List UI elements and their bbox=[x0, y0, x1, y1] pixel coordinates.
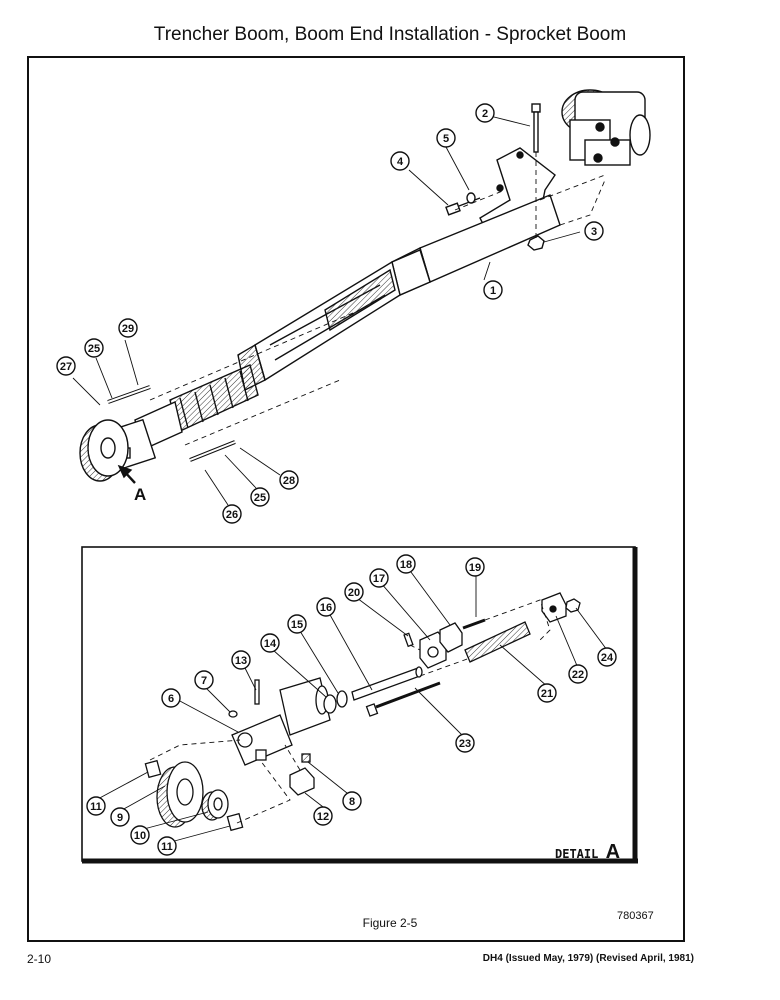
callout-labels-main: 1 2 3 4 5 25 25 26 27 28 29 bbox=[60, 108, 597, 521]
callout-7: 7 bbox=[201, 675, 207, 687]
issue-note: DH4 (Issued May, 1979) (Revised April, 1… bbox=[482, 953, 694, 964]
view-marker: A bbox=[134, 485, 146, 504]
callout-12: 12 bbox=[317, 811, 329, 823]
callouts-main bbox=[56, 103, 604, 524]
drive-motor bbox=[561, 89, 651, 166]
callout-11-upper: 11 bbox=[90, 801, 102, 813]
callout-29: 29 bbox=[122, 323, 134, 335]
yoke-part bbox=[231, 677, 331, 766]
pin-lower bbox=[189, 440, 236, 462]
callout-9: 9 bbox=[117, 812, 123, 824]
callout-11-lower: 11 bbox=[161, 841, 173, 853]
setscrew-8 bbox=[301, 753, 311, 763]
callout-18: 18 bbox=[400, 559, 412, 571]
callout-22: 22 bbox=[572, 669, 584, 681]
callouts-detail bbox=[86, 554, 617, 856]
tension-spring bbox=[169, 364, 259, 433]
washer-15 bbox=[336, 690, 348, 708]
alignment-lines-detail bbox=[149, 599, 551, 824]
washer-5 bbox=[466, 192, 476, 204]
callout-16: 16 bbox=[320, 602, 332, 614]
callout-23: 23 bbox=[459, 738, 471, 750]
block-12 bbox=[289, 767, 315, 796]
callout-1: 1 bbox=[490, 285, 496, 297]
detail-label: DETAIL A bbox=[555, 841, 620, 864]
callout-25-lower: 25 bbox=[254, 492, 266, 504]
leader-lines-main bbox=[72, 114, 581, 506]
callout-5: 5 bbox=[443, 133, 449, 145]
callout-6: 6 bbox=[168, 693, 174, 705]
boom-mid-section bbox=[237, 249, 431, 392]
callout-3: 3 bbox=[591, 226, 597, 238]
callout-24: 24 bbox=[601, 652, 614, 664]
alignment-lines bbox=[149, 152, 606, 446]
page-title: Trencher Boom, Boom End Installation - S… bbox=[153, 24, 627, 45]
plate-22 bbox=[541, 592, 567, 623]
figure-frame bbox=[27, 56, 685, 942]
callout-13: 13 bbox=[235, 655, 247, 667]
figure-label: Figure 2-5 bbox=[362, 916, 418, 930]
idler-wheel bbox=[79, 419, 129, 482]
plate-18 bbox=[439, 622, 463, 653]
callout-4: 4 bbox=[397, 156, 404, 168]
washer-14 bbox=[323, 694, 337, 714]
bolt-2 bbox=[531, 103, 541, 153]
bearing-part bbox=[201, 789, 229, 821]
callout-28: 28 bbox=[283, 475, 295, 487]
washer-11-lower bbox=[226, 812, 244, 832]
callout-labels-detail: 6 7 8 9 10 11 11 12 13 14 15 16 17 18 19… bbox=[90, 559, 614, 853]
pin-13 bbox=[254, 679, 260, 705]
bolt-19 bbox=[462, 618, 486, 630]
callout-10: 10 bbox=[134, 830, 146, 842]
callout-27: 27 bbox=[60, 361, 72, 373]
callout-17: 17 bbox=[373, 573, 385, 585]
fitting-7 bbox=[228, 710, 238, 718]
page-number: 2-10 bbox=[27, 952, 52, 966]
washer-11-upper bbox=[144, 759, 162, 779]
callout-14: 14 bbox=[264, 638, 277, 650]
boom-assembly bbox=[72, 89, 651, 506]
view-arrow bbox=[117, 464, 136, 484]
bolt-23 bbox=[365, 681, 441, 717]
callout-26: 26 bbox=[226, 509, 238, 521]
detail-assembly bbox=[95, 567, 608, 844]
detail-word: DETAIL bbox=[555, 847, 599, 861]
spring-21 bbox=[464, 621, 531, 663]
callout-15: 15 bbox=[291, 619, 303, 631]
pin-upper bbox=[107, 385, 151, 404]
wheel-part bbox=[156, 761, 204, 828]
callout-2: 2 bbox=[482, 108, 488, 120]
drawing-ref-number: 780367 bbox=[617, 910, 654, 922]
nut-3 bbox=[527, 235, 545, 251]
callout-21: 21 bbox=[541, 688, 553, 700]
detail-letter: A bbox=[605, 841, 621, 863]
callout-19: 19 bbox=[469, 562, 481, 574]
callout-8: 8 bbox=[349, 796, 355, 808]
callout-25-upper: 25 bbox=[88, 343, 100, 355]
callout-20: 20 bbox=[348, 587, 360, 599]
